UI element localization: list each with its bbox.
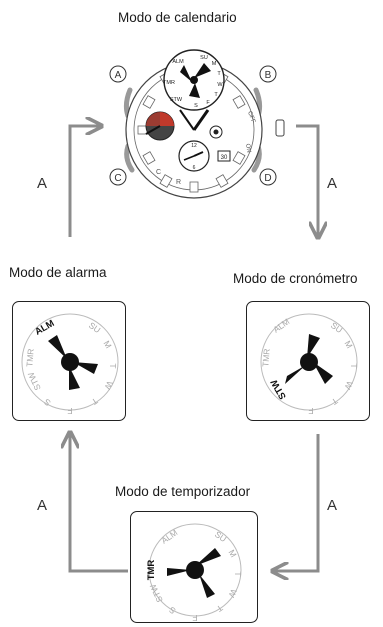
alarm-mode-panel: SU M T W T F S STW TMR ALM (12, 301, 126, 421)
press-a-label: A (327, 175, 338, 192)
svg-text:W: W (226, 588, 238, 600)
svg-text:S: S (194, 103, 198, 109)
svg-text:W: W (342, 380, 354, 392)
svg-text:F: F (206, 100, 210, 106)
mode-dial-alarm: SU M T W T F S STW TMR ALM (21, 313, 119, 416)
svg-text:T: T (215, 603, 225, 614)
svg-text:TMR: TMR (146, 560, 157, 581)
svg-text:30: 30 (221, 155, 228, 161)
arrow-stopwatch-to-timer (274, 434, 320, 571)
svg-text:T: T (214, 92, 218, 98)
svg-text:ON: ON (244, 143, 251, 153)
svg-text:W: W (217, 82, 223, 88)
timer-mode-panel: SU M T W T F S STW ALM TMR (130, 511, 258, 623)
press-a-label: A (37, 175, 48, 192)
svg-text:TMR: TMR (260, 348, 272, 367)
svg-text:TMR: TMR (24, 348, 36, 367)
svg-text:SU: SU (329, 320, 344, 335)
svg-text:SU: SU (87, 320, 102, 335)
button-b-marker: B (259, 65, 277, 83)
calendar-mode-title: Modo de calendario (118, 10, 237, 25)
button-a-marker: A (109, 65, 127, 83)
press-a-label: A (327, 497, 338, 514)
svg-text:12: 12 (191, 143, 197, 149)
svg-text:A: A (115, 70, 122, 81)
svg-text:R: R (176, 179, 181, 186)
press-a-label: A (37, 497, 48, 514)
arrow-timer-to-alarm (70, 434, 128, 573)
stopwatch-mode-panel: SU M T W T F TMR ALM STW (246, 301, 370, 421)
svg-text:SU: SU (200, 55, 208, 61)
svg-text:W: W (102, 380, 114, 392)
svg-text:TMR: TMR (163, 80, 175, 86)
svg-text:ALM: ALM (172, 59, 184, 65)
svg-text:T: T (330, 396, 340, 407)
svg-text:F: F (308, 406, 313, 416)
svg-text:C: C (114, 173, 121, 184)
svg-text:T: T (349, 363, 359, 368)
button-d-marker: D (259, 168, 277, 186)
stopwatch-mode-title: Modo de cronómetro (233, 271, 358, 286)
svg-text:STW: STW (26, 371, 43, 392)
mode-dial-timer: SU M T W T F S STW ALM TMR (146, 523, 243, 623)
svg-text:T: T (90, 396, 100, 407)
svg-text:C: C (156, 169, 161, 176)
svg-text:F: F (67, 406, 72, 416)
button-c-marker: C (109, 168, 127, 186)
svg-text:STW: STW (148, 583, 165, 604)
svg-text:M: M (212, 61, 217, 67)
arrow-calendar-to-stopwatch (296, 124, 318, 236)
svg-text:S: S (167, 605, 178, 617)
svg-text:OFF: OFF (246, 111, 256, 125)
svg-text:6: 6 (193, 165, 196, 171)
svg-text:ALM: ALM (159, 527, 179, 545)
svg-text:D: D (264, 173, 271, 184)
arrow-alarm-to-calendar (68, 126, 100, 237)
svg-text:F: F (192, 613, 197, 623)
svg-text:T: T (233, 571, 243, 576)
svg-text:SU: SU (213, 529, 228, 544)
timer-mode-title: Modo de temporizador (115, 484, 251, 499)
svg-text:ALM: ALM (33, 318, 56, 338)
alarm-mode-title: Modo de alarma (9, 265, 107, 280)
svg-text:B: B (265, 70, 272, 81)
svg-text:M: M (101, 339, 113, 350)
watch-illustration: A B C D OFF ON C R SU M T W (109, 49, 285, 199)
mode-dial-stopwatch: SU M T W T F TMR ALM STW (260, 313, 359, 416)
svg-text:M: M (342, 339, 354, 350)
svg-text:T: T (108, 363, 118, 368)
svg-text:M: M (226, 548, 238, 559)
svg-text:S: S (42, 397, 53, 409)
svg-text:T: T (217, 71, 221, 77)
svg-text:STW: STW (170, 97, 183, 103)
